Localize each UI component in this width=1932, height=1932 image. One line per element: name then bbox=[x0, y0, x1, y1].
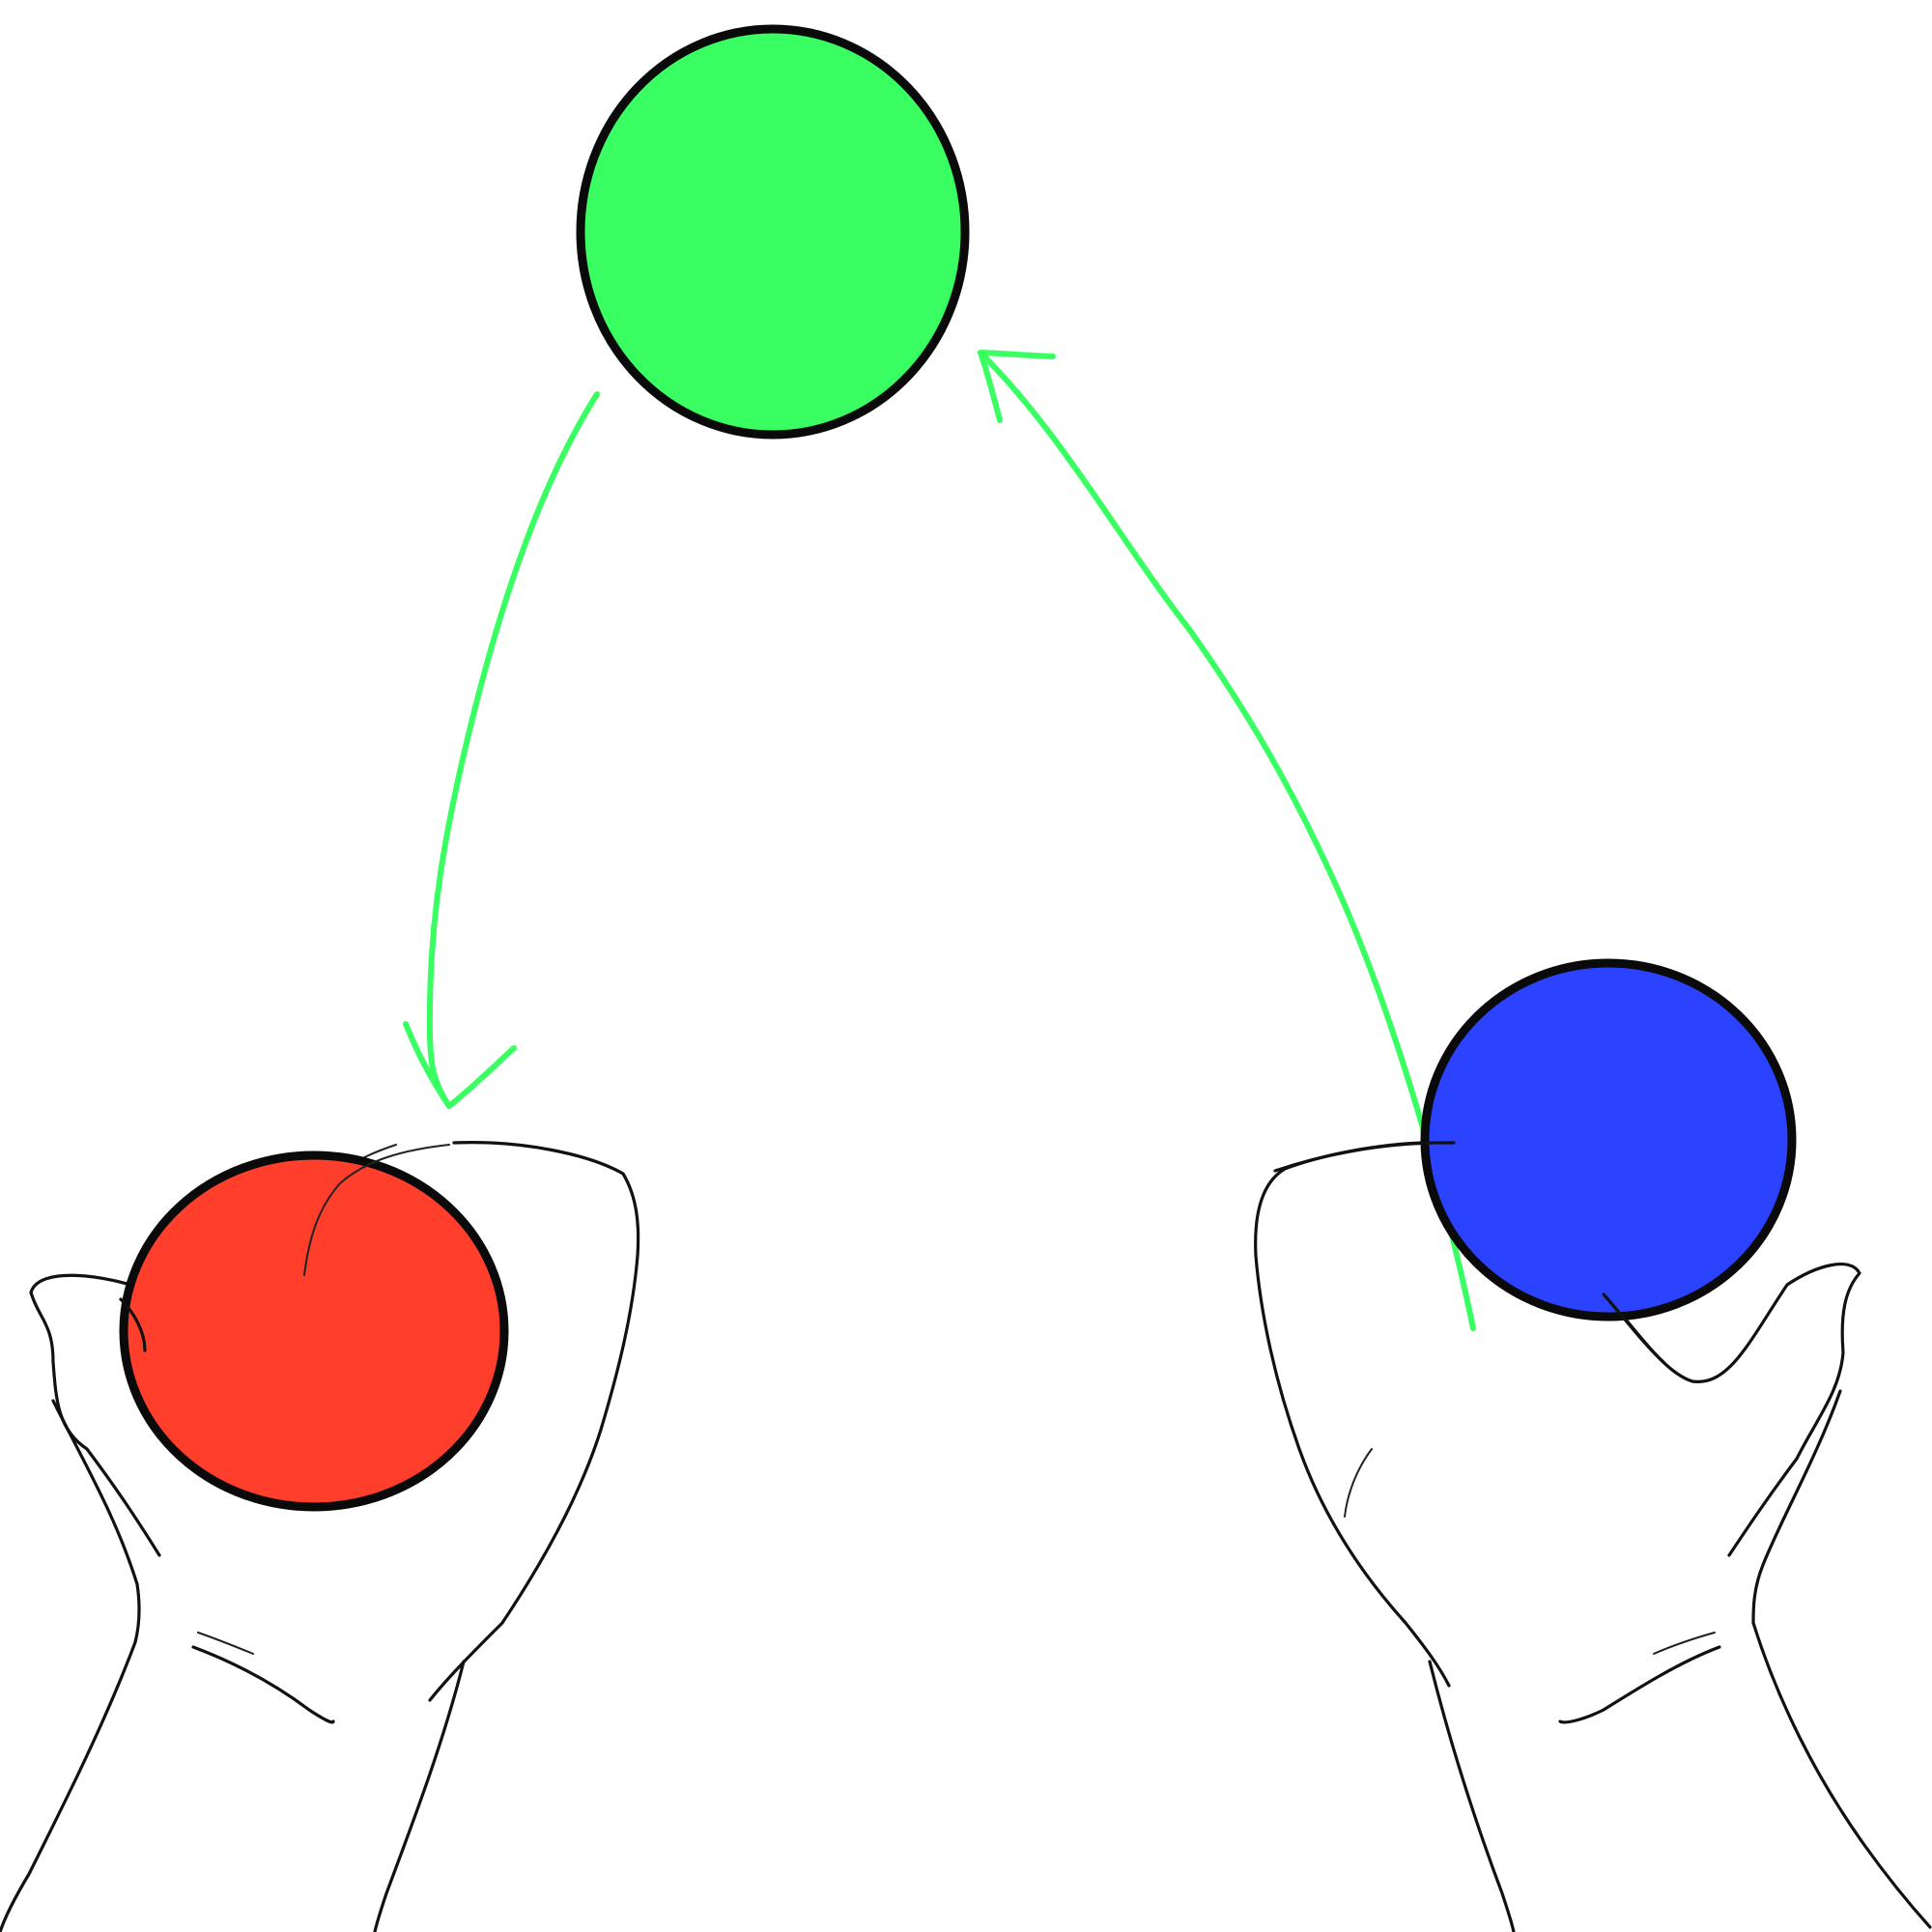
right-hand bbox=[1254, 1141, 1932, 1932]
right-hand-crease bbox=[1558, 1645, 1721, 1724]
right-hand-crease-small bbox=[1653, 1632, 1716, 1655]
arrow-blue-to-green-head bbox=[978, 350, 1056, 423]
right-hand-wrist-right bbox=[1751, 1621, 1932, 1929]
blue-ball bbox=[1420, 958, 1797, 1321]
left-hand bbox=[0, 1141, 640, 1932]
green-ball bbox=[576, 24, 970, 440]
right-thumb-over-ball bbox=[1602, 1293, 1665, 1364]
right-finger-over-ball bbox=[1273, 1141, 1456, 1173]
right-hand-shadow bbox=[1344, 1448, 1373, 1518]
left-hand-fingertips bbox=[452, 1141, 640, 1258]
left-thumb-tip-over-ball bbox=[119, 1297, 147, 1352]
overlay-lines bbox=[119, 1141, 1665, 1364]
left-hand-wrist-right bbox=[373, 1660, 466, 1932]
right-hand-thumb bbox=[1602, 1263, 1861, 1557]
right-hand-wrist-left bbox=[1428, 1660, 1516, 1932]
left-hand-thumb-inner bbox=[51, 1399, 141, 1644]
left-hand-thumb bbox=[29, 1273, 161, 1557]
red-ball bbox=[119, 1151, 509, 1512]
balls bbox=[119, 24, 1797, 1512]
arrow-green-to-red-head bbox=[403, 1021, 517, 1109]
right-hand-palm-left-edge bbox=[1254, 1254, 1451, 1688]
left-finger-over-ball bbox=[303, 1144, 450, 1276]
right-hand-thumb-inner bbox=[1751, 1389, 1842, 1625]
throw-arrows bbox=[403, 350, 1476, 1331]
left-hand-crease bbox=[191, 1645, 335, 1724]
left-hand-palm-right-edge bbox=[428, 1254, 639, 1702]
left-hand-wrist-left bbox=[0, 1640, 137, 1932]
arrow-green-to-red bbox=[426, 391, 600, 1109]
left-hand-crease-small bbox=[197, 1632, 254, 1655]
arrow-blue-to-green bbox=[978, 350, 1476, 1331]
